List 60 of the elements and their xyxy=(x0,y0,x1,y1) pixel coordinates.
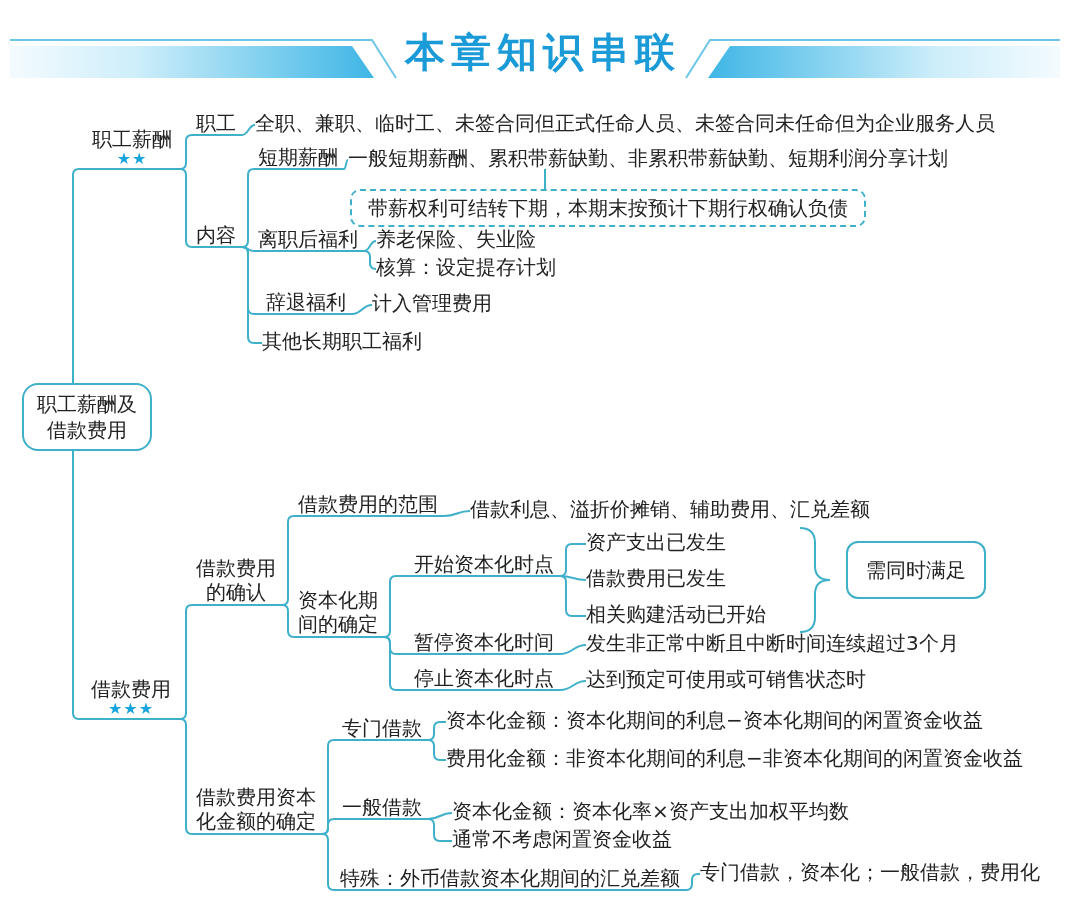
branch-label: 暂停资本化时间 xyxy=(410,631,560,655)
branch-label: 职工 xyxy=(192,112,242,136)
note-box: 带薪权利可结转下期，本期末按预计下期行权确认负债 xyxy=(350,189,866,227)
item-text: 全职、兼职、临时工、未签合同但正式任命人员、未签合同未任命但为企业服务人员 xyxy=(255,112,995,134)
item-text: 计入管理费用 xyxy=(372,292,492,314)
branch-label: 一般借款 xyxy=(338,796,428,820)
connector-line xyxy=(72,450,83,720)
item-text: 养老保险、失业险 xyxy=(376,228,536,250)
branch-label: 借款费用的范围 xyxy=(294,493,444,517)
connector-line xyxy=(559,644,587,655)
branch-label: 专门借款 xyxy=(338,717,428,741)
connector-line xyxy=(351,304,373,315)
central-topic-box: 职工薪酬及借款费用 xyxy=(22,383,152,451)
branch-label: 开始资本化时点 xyxy=(410,553,560,577)
branch-label: 离职后福利 xyxy=(254,228,364,252)
branch-label: 职工薪酬 xyxy=(91,128,173,150)
item-text: 核算：设定提存计划 xyxy=(376,256,556,278)
topic-branch xyxy=(84,128,180,170)
branch-label: 借款费用的确认 xyxy=(192,556,282,606)
item-text: 借款费用已发生 xyxy=(586,567,726,589)
item-text: 其他长期职工福利 xyxy=(262,330,422,352)
star-rating: ★★★ xyxy=(107,700,155,718)
item-text: 费用化金额：非资本化期间的利息−非资本化期间的闲置资金收益 xyxy=(446,747,1023,769)
item-text: 资产支出已发生 xyxy=(586,531,726,553)
topic-branch xyxy=(82,678,180,720)
item-text: 借款利息、溢折价摊销、辅助费用、汇兑差额 xyxy=(470,498,870,520)
branch-label: 短期薪酬 xyxy=(254,146,344,170)
item-text: 资本化金额：资本化期间的利息−资本化期间的闲置资金收益 xyxy=(446,709,983,731)
item-text: 达到预定可使用或可销售状态时 xyxy=(586,668,866,690)
condition-box: 需同时满足 xyxy=(846,541,986,599)
connector-line xyxy=(72,168,85,384)
connector-line xyxy=(241,124,256,136)
item-text: 资本化金额：资本化率×资产支出加权平均数 xyxy=(452,800,849,822)
branch-label: 资本化期间的确定 xyxy=(294,588,384,638)
branch-label: 内容 xyxy=(192,224,242,248)
branch-label: 借款费用 xyxy=(90,678,172,700)
connector-line xyxy=(363,240,377,252)
branch-label: 借款费用资本化金额的确定 xyxy=(192,785,322,835)
title: 本章知识串联 xyxy=(403,30,681,74)
connector-line xyxy=(363,250,377,270)
branch-label: 停止资本化时点 xyxy=(410,667,560,691)
connector-line xyxy=(559,680,587,691)
item-text: 一般短期薪酬、累积带薪缺勤、非累积带薪缺勤、短期利润分享计划 xyxy=(348,147,948,169)
item-text: 发生非正常中断且中断时间连续超过3个月 xyxy=(586,632,959,654)
item-text: 通常不考虑闲置资金收益 xyxy=(452,828,672,850)
connector-line xyxy=(559,575,587,617)
branch-label: 辞退福利 xyxy=(262,291,352,315)
connector-line xyxy=(343,159,349,170)
connector-line xyxy=(685,873,701,891)
connector-line xyxy=(427,818,453,842)
item-text: 相关购建活动已开始 xyxy=(586,603,766,625)
leader-line xyxy=(544,168,546,190)
connector-line xyxy=(179,718,193,835)
connector-line xyxy=(179,168,193,248)
connector-line xyxy=(383,636,411,691)
star-rating: ★★ xyxy=(115,150,149,168)
item-text: 专门借款，资本化；一般借款，费用化 xyxy=(700,861,1040,883)
branch-label: 特殊：外币借款资本化期间的汇兑差额 xyxy=(336,867,686,891)
connector-line xyxy=(281,604,295,638)
connector-line xyxy=(443,510,471,517)
